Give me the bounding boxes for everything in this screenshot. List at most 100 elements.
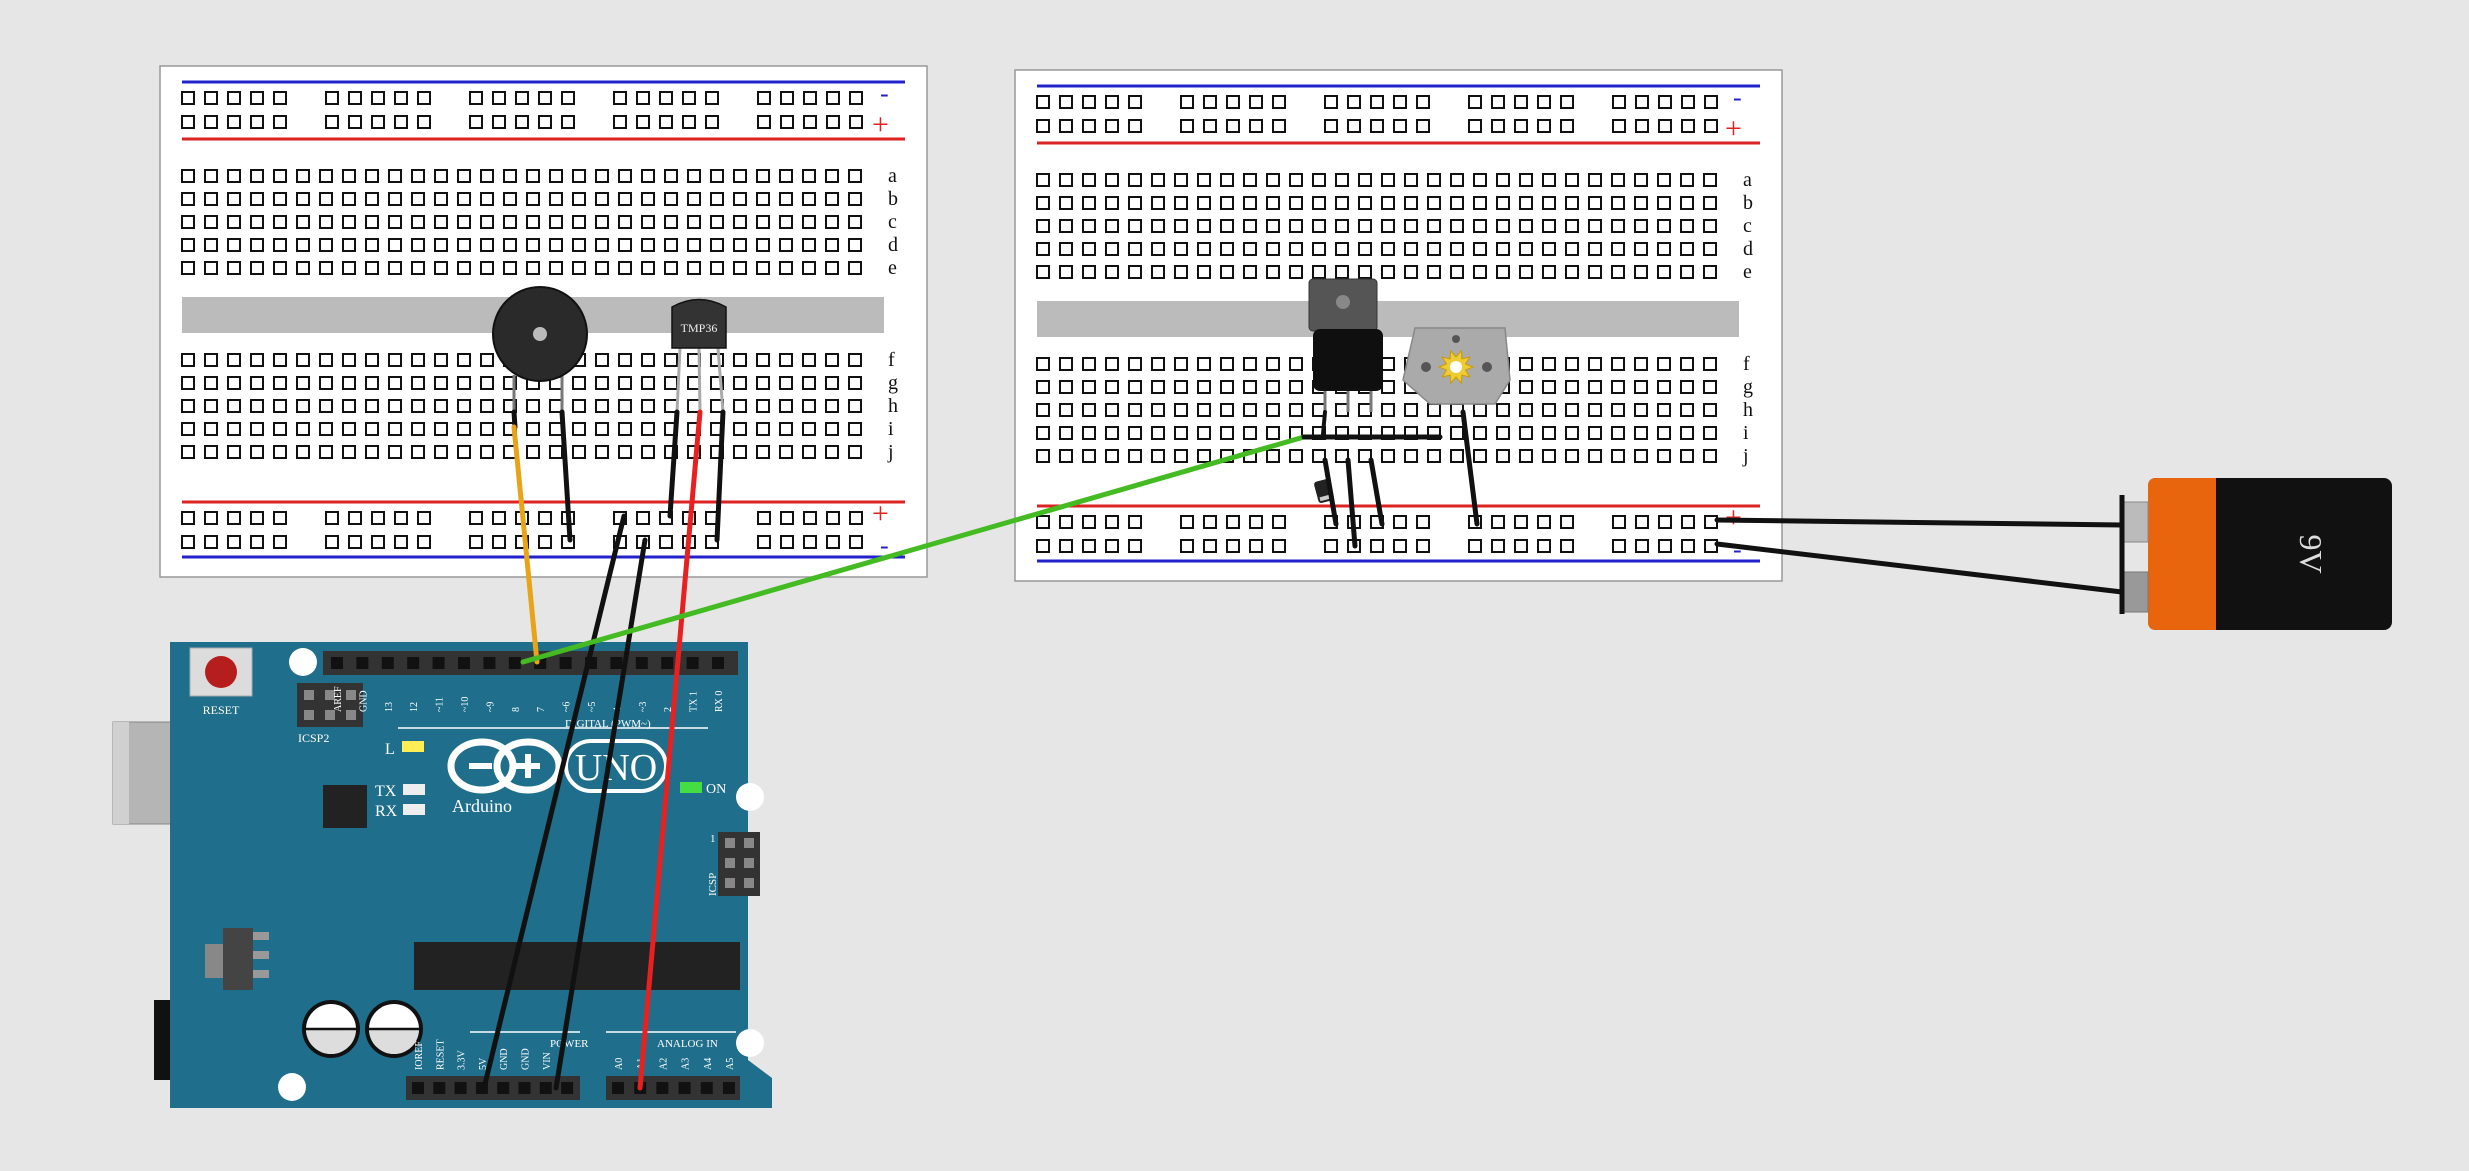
rail-hole[interactable]: [1416, 119, 1430, 133]
rail-hole[interactable]: [1082, 539, 1096, 553]
breadboard-hole[interactable]: [204, 192, 218, 206]
breadboard-hole[interactable]: [1496, 242, 1510, 256]
breadboard-hole[interactable]: [572, 399, 586, 413]
breadboard-hole[interactable]: [1473, 173, 1487, 187]
breadboard-hole[interactable]: [572, 192, 586, 206]
breadboard-hole[interactable]: [411, 192, 425, 206]
breadboard-hole[interactable]: [756, 399, 770, 413]
header-pin[interactable]: [508, 657, 521, 669]
breadboard-hole[interactable]: [457, 353, 471, 367]
breadboard-hole[interactable]: [457, 422, 471, 436]
rail-hole[interactable]: [227, 91, 241, 105]
breadboard-hole[interactable]: [526, 445, 540, 459]
rail-hole[interactable]: [849, 91, 863, 105]
rail-hole[interactable]: [1203, 119, 1217, 133]
header-pin[interactable]: [561, 1082, 574, 1094]
breadboard-hole[interactable]: [572, 261, 586, 275]
breadboard-hole[interactable]: [1059, 449, 1073, 463]
rail-hole[interactable]: [1635, 95, 1649, 109]
breadboard-hole[interactable]: [1197, 403, 1211, 417]
rail-hole[interactable]: [1128, 515, 1142, 529]
breadboard-hole[interactable]: [1404, 196, 1418, 210]
breadboard-hole[interactable]: [1634, 173, 1648, 187]
breadboard-hole[interactable]: [1289, 449, 1303, 463]
breadboard-hole[interactable]: [1657, 265, 1671, 279]
rail-hole[interactable]: [1416, 515, 1430, 529]
breadboard-hole[interactable]: [1611, 242, 1625, 256]
rail-hole[interactable]: [1468, 119, 1482, 133]
breadboard-hole[interactable]: [641, 353, 655, 367]
breadboard-hole[interactable]: [1266, 380, 1280, 394]
breadboard-hole[interactable]: [1289, 380, 1303, 394]
rail-hole[interactable]: [849, 511, 863, 525]
breadboard-hole[interactable]: [319, 353, 333, 367]
breadboard-hole[interactable]: [365, 399, 379, 413]
breadboard-hole[interactable]: [526, 238, 540, 252]
rail-hole[interactable]: [659, 115, 673, 129]
rail-hole[interactable]: [1560, 95, 1574, 109]
breadboard-hole[interactable]: [687, 192, 701, 206]
breadboard-hole[interactable]: [1542, 449, 1556, 463]
header-pin[interactable]: [412, 1082, 424, 1094]
breadboard-hole[interactable]: [1289, 173, 1303, 187]
breadboard-hole[interactable]: [434, 238, 448, 252]
breadboard-hole[interactable]: [204, 422, 218, 436]
rail-hole[interactable]: [1059, 95, 1073, 109]
breadboard-hole[interactable]: [296, 445, 310, 459]
breadboard-hole[interactable]: [1703, 196, 1717, 210]
rail-hole[interactable]: [1491, 515, 1505, 529]
breadboard-hole[interactable]: [411, 169, 425, 183]
battery-lead-negative[interactable]: [1714, 517, 2125, 528]
breadboard-hole[interactable]: [1289, 357, 1303, 371]
breadboard-hole[interactable]: [1611, 357, 1625, 371]
breadboard-hole[interactable]: [181, 376, 195, 390]
breadboard-hole[interactable]: [1128, 265, 1142, 279]
breadboard-hole[interactable]: [365, 261, 379, 275]
rail-hole[interactable]: [1226, 539, 1240, 553]
rail-hole[interactable]: [417, 535, 431, 549]
breadboard-hole[interactable]: [1220, 219, 1234, 233]
breadboard-hole[interactable]: [618, 353, 632, 367]
breadboard-hole[interactable]: [664, 238, 678, 252]
rail-hole[interactable]: [204, 91, 218, 105]
breadboard-hole[interactable]: [733, 422, 747, 436]
breadboard-hole[interactable]: [227, 261, 241, 275]
breadboard-hole[interactable]: [1611, 196, 1625, 210]
breadboard-hole[interactable]: [204, 215, 218, 229]
rail-hole[interactable]: [250, 535, 264, 549]
breadboard-hole[interactable]: [802, 261, 816, 275]
rail-hole[interactable]: [1082, 515, 1096, 529]
breadboard-hole[interactable]: [480, 422, 494, 436]
breadboard-hole[interactable]: [1082, 380, 1096, 394]
breadboard-hole[interactable]: [181, 353, 195, 367]
breadboard-hole[interactable]: [342, 445, 356, 459]
breadboard-hole[interactable]: [434, 169, 448, 183]
breadboard-hole[interactable]: [825, 169, 839, 183]
breadboard-hole[interactable]: [503, 261, 517, 275]
breadboard-hole[interactable]: [618, 169, 632, 183]
rail-hole[interactable]: [1272, 95, 1286, 109]
breadboard-hole[interactable]: [365, 192, 379, 206]
sensor-power-wire[interactable]: [667, 409, 680, 519]
rail-hole[interactable]: [1180, 515, 1194, 529]
breadboard-hole[interactable]: [342, 215, 356, 229]
battery-lead-positive[interactable]: [1714, 541, 2125, 595]
breadboard-hole[interactable]: [1519, 426, 1533, 440]
breadboard-hole[interactable]: [710, 261, 724, 275]
breadboard-hole[interactable]: [204, 445, 218, 459]
breadboard-hole[interactable]: [480, 353, 494, 367]
breadboard-hole[interactable]: [434, 353, 448, 367]
rail-hole[interactable]: [780, 535, 794, 549]
breadboard-hole[interactable]: [319, 192, 333, 206]
breadboard-hole[interactable]: [365, 215, 379, 229]
breadboard-hole[interactable]: [1381, 403, 1395, 417]
breadboard-hole[interactable]: [1496, 449, 1510, 463]
breadboard-hole[interactable]: [388, 261, 402, 275]
breadboard-hole[interactable]: [365, 238, 379, 252]
header-pin[interactable]: [656, 1082, 669, 1094]
rail-hole[interactable]: [1658, 515, 1672, 529]
rail-hole[interactable]: [394, 91, 408, 105]
breadboard-hole[interactable]: [1128, 242, 1142, 256]
jumper-wire[interactable]: [1368, 457, 1385, 527]
breadboard-hole[interactable]: [480, 192, 494, 206]
